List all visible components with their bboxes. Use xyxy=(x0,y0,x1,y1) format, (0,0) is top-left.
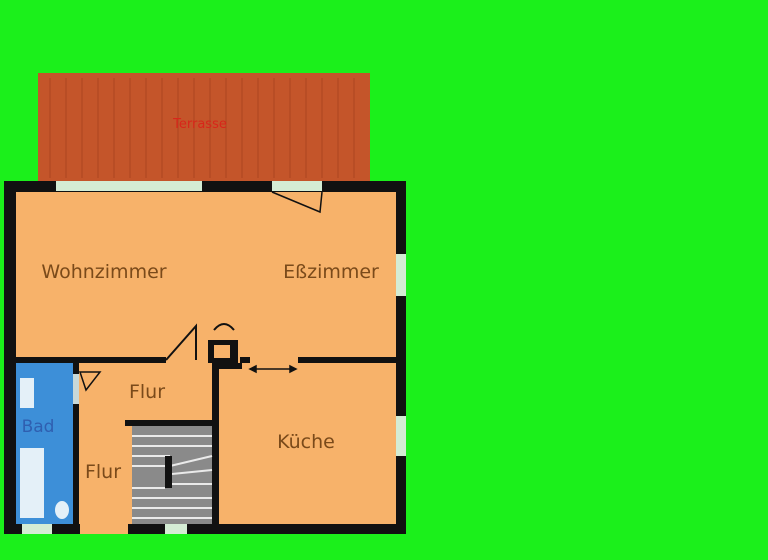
window-top-right xyxy=(272,181,322,191)
bathtub xyxy=(20,378,34,408)
room-label-bad: Bad xyxy=(22,417,55,437)
bathroom xyxy=(16,363,79,524)
shower xyxy=(20,448,44,518)
terrace-texture xyxy=(49,78,355,178)
window-right-lower xyxy=(396,416,406,456)
room-label-flur-upper: Flur xyxy=(129,381,165,403)
bath-door xyxy=(73,374,79,404)
terrace: Terrasse xyxy=(38,73,370,181)
chimney-flue xyxy=(214,345,230,358)
toilet xyxy=(55,501,69,519)
stair-core xyxy=(165,456,172,488)
room-label-esszimmer: Eßzimmer xyxy=(283,261,379,283)
terrace-label: Terrasse xyxy=(172,117,227,132)
window-bottom-stairs xyxy=(165,524,187,534)
chimney xyxy=(208,323,238,363)
window-top-left xyxy=(56,181,202,191)
terrace-door-swing xyxy=(271,191,323,214)
stove-icon xyxy=(213,323,235,331)
room-label-flur-lower: Flur xyxy=(85,461,121,483)
room-label-kueche: Küche xyxy=(277,431,335,453)
window-right-upper xyxy=(396,254,406,296)
terrace-area xyxy=(38,73,370,181)
front-door xyxy=(80,524,128,534)
interior-walls xyxy=(16,357,396,524)
staircase xyxy=(132,426,213,524)
room-label-wohnzimmer: Wohnzimmer xyxy=(41,261,166,283)
flur-passage xyxy=(78,371,102,392)
window-bottom-bath xyxy=(22,524,52,534)
sliding-door-arrow xyxy=(248,364,298,374)
stair-steps xyxy=(132,435,213,519)
flur-door-swing xyxy=(165,323,197,361)
